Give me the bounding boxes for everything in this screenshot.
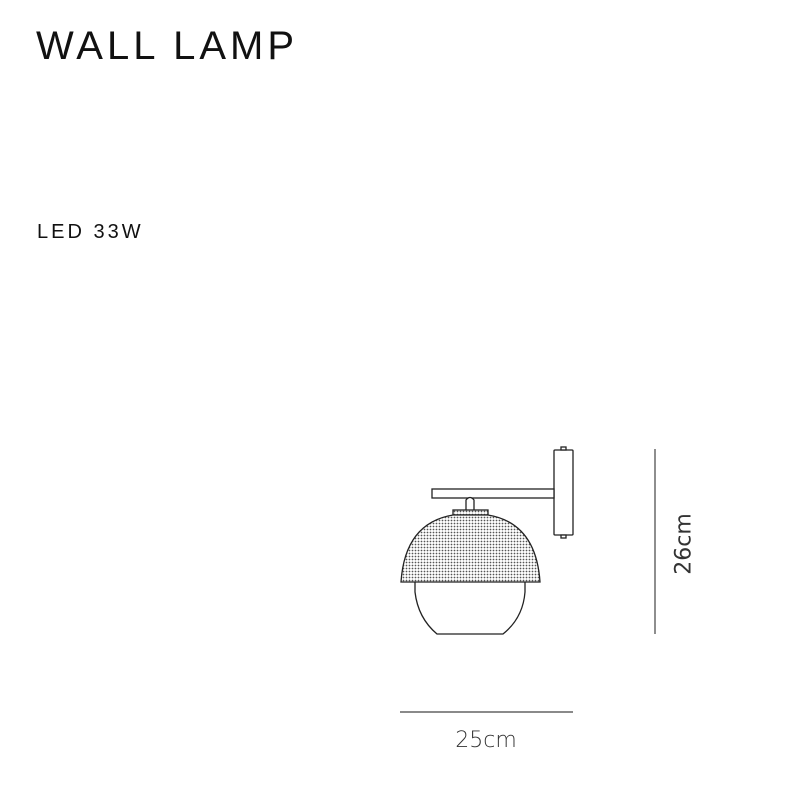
lamp-arm-icon (431, 488, 555, 499)
lamp-cap-icon (452, 509, 489, 516)
lamp-shade-icon (400, 514, 541, 583)
wall-plate-icon (553, 446, 574, 539)
product-title: WALL LAMP (36, 24, 298, 68)
lamp-globe-icon (414, 582, 526, 635)
height-dimension-label: 26cm (671, 513, 697, 575)
width-dimension-label: 25cm (455, 728, 517, 753)
lamp-stem-icon (465, 496, 475, 511)
product-spec: LED 33W (37, 221, 144, 243)
